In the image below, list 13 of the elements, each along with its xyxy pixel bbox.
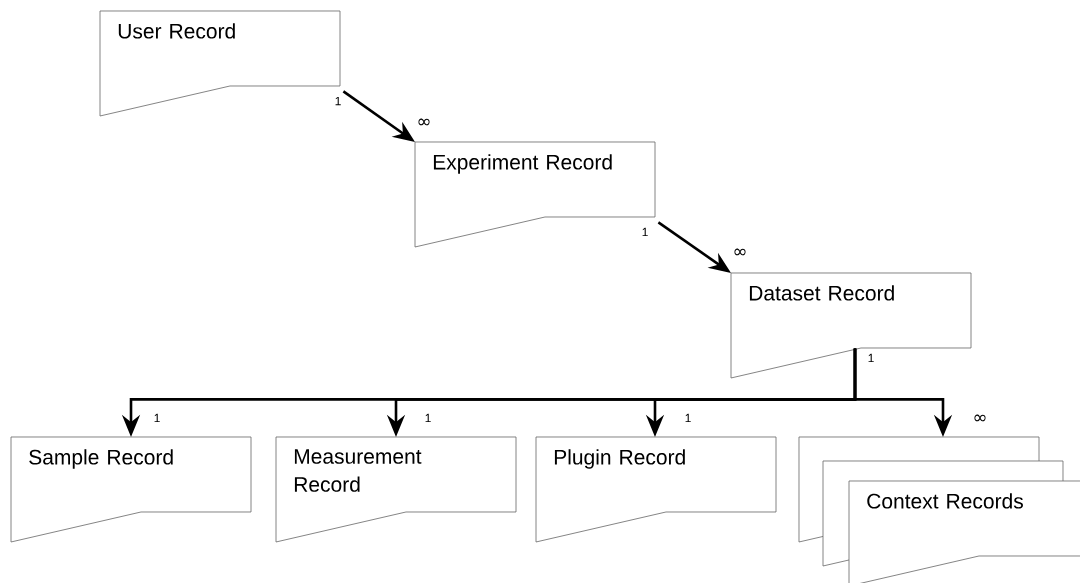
multiplicity-label: ∞: [734, 248, 746, 256]
record-box: Context Records: [798, 436, 1080, 583]
multiplicity-label: ∞: [418, 118, 430, 126]
multiplicity-label: 1: [154, 413, 160, 423]
record-box: Sample Record: [10, 436, 252, 543]
multiplicity-label: 1: [868, 353, 874, 363]
multiplicity-label: 1: [685, 413, 691, 423]
record-box: Plugin Record: [535, 436, 777, 543]
multiplicity-label: 1: [335, 96, 341, 106]
record-box: Measurement Record: [275, 436, 517, 543]
multiplicity-label: ∞: [974, 414, 986, 422]
multiplicity-label: 1: [425, 413, 431, 423]
multiplicity-label: 1: [642, 227, 648, 237]
